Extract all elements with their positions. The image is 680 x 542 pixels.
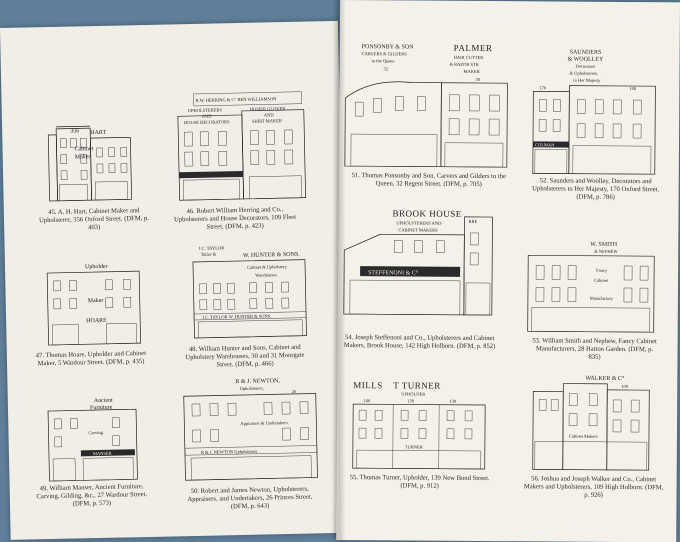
p52-c: Decorators bbox=[576, 64, 596, 69]
caption-49: 49. William Manser, Ancient Furniture, C… bbox=[34, 483, 150, 509]
p51-a: PONSONBY & SON bbox=[362, 44, 414, 50]
p53-d: Cabinet bbox=[594, 278, 609, 283]
p54-d: STEFFENONI & C° bbox=[368, 269, 419, 276]
p46-top: R.W. HERRING & C° BEN WILLIAMSON bbox=[196, 96, 278, 103]
caption-54: 54. Joseph Steffenoni and Co., Upholster… bbox=[342, 334, 498, 351]
p48-c: W. HUNTER & SONS. bbox=[243, 252, 301, 259]
p56-b: Cabinet Makers bbox=[569, 434, 598, 439]
left-page: 356 Cabinet Maker HART 45. A. H. Hart, C… bbox=[0, 21, 349, 540]
p46-l1: UPHOLSTERERS bbox=[188, 107, 223, 113]
plate-54-steffenoni: BROOK HOUSE UPHOLSTERERS AND CABINET MAK… bbox=[340, 206, 497, 317]
p53-b: & NEPHEW bbox=[594, 249, 618, 254]
p54-b: UPHOLSTERERS AND bbox=[396, 220, 442, 225]
p54-c: CABINET MAKERS bbox=[398, 227, 438, 232]
p46-r1: HOSIER GLOVER bbox=[250, 106, 286, 112]
p50-c: Appraisers & Undertakers. bbox=[240, 420, 288, 426]
caption-51: 51. Thomas Ponsonby and Son, Carvers and… bbox=[349, 172, 509, 189]
plate-52-saunders: SAUNDERS & WOOLLEY Decorators & Upholste… bbox=[529, 45, 660, 176]
p46-l3: HOUSE DECORATORS bbox=[184, 119, 230, 125]
caption-52: 52. Saunders and Woolley, Decorators and… bbox=[531, 177, 661, 202]
p51-num: 32 bbox=[384, 66, 389, 71]
p56-a: WALKER & C° bbox=[585, 375, 625, 382]
p49-c: Carving bbox=[88, 430, 103, 435]
right-page: PONSONBY & SON CARVERS & GILDERS to the … bbox=[336, 0, 680, 542]
p45-num: 356 bbox=[70, 128, 79, 134]
caption-47: 47. Thomas Hoare, Upholder and Cabinet M… bbox=[35, 350, 147, 368]
p50-a: R & J. NEWTON, bbox=[235, 378, 280, 385]
p48-a: J.C. TAYLOR bbox=[199, 245, 225, 251]
plate-55-turner: MILLS T TURNER UPHOLDER 140 139 138 TURN… bbox=[349, 378, 490, 471]
p46-l2: AND bbox=[202, 114, 213, 119]
p50-b: Upholsterers, bbox=[240, 386, 264, 393]
plate-51-ponsonby: PONSONBY & SON CARVERS & GILDERS to the … bbox=[341, 38, 512, 169]
caption-48: 48. William Hunter and Sons, Cabinet and… bbox=[183, 344, 307, 371]
p45-trade2: Maker bbox=[75, 154, 91, 160]
p51-e: HAIR CUTTER bbox=[454, 55, 484, 60]
p52-num2: 170 bbox=[539, 85, 547, 90]
plate-45-hart: 356 Cabinet Maker HART bbox=[45, 97, 139, 203]
p47-top: Upholder bbox=[85, 264, 108, 270]
p45-name: HART bbox=[90, 130, 106, 136]
p51-d: PALMER bbox=[454, 43, 493, 53]
p54-a: BROOK HOUSE bbox=[392, 208, 461, 218]
plate-48-hunter: J.C. TAYLOR Tailor & W. HUNTER & SONS. C… bbox=[189, 242, 311, 340]
p53-e: Manufactory bbox=[590, 296, 614, 301]
p47-name: HOARE bbox=[86, 318, 107, 324]
p55-a: MILLS bbox=[353, 380, 383, 390]
p55-d: TURNER bbox=[405, 444, 423, 449]
p49-d: MANSER bbox=[93, 451, 112, 456]
p51-g: MAKER bbox=[463, 69, 479, 74]
p48-b: Tailor & bbox=[201, 252, 217, 257]
p52-d: & Upholsterers, bbox=[569, 71, 598, 77]
p54-e: BRE bbox=[468, 219, 477, 224]
plate-53-smith: W. SMITH & NEPHEW Fancy Cabinet Manufact… bbox=[524, 237, 659, 334]
caption-56: 56. Joshua and Joseph Walker and Co., Ca… bbox=[523, 475, 665, 500]
p56-num: 109 bbox=[621, 384, 629, 389]
caption-53: 53. William Smith and Nephew, Fancy Cabi… bbox=[529, 337, 659, 362]
p51-b: CARVERS & GILDERS bbox=[362, 51, 408, 56]
p46-r3: SHIRT MAKER bbox=[252, 118, 282, 124]
plate-47-hoare: Upholder Maker HOARE bbox=[43, 257, 145, 347]
caption-55: 55. Thomas Turner, Upholder, 139 New Bon… bbox=[345, 474, 495, 491]
book-gutter bbox=[332, 0, 346, 540]
p45-trade1: Cabinet bbox=[74, 146, 93, 152]
p49-a: Ancient bbox=[94, 398, 113, 404]
p52-e: to Her Majesty bbox=[573, 78, 601, 83]
p53-a: W. SMITH bbox=[590, 242, 617, 248]
plate-49-manser: Ancient Furniture Carving MANSER bbox=[42, 395, 144, 483]
caption-50: 50. Robert and James Newton, Upholsterer… bbox=[184, 485, 316, 512]
p48-e: Warehouses bbox=[255, 272, 277, 277]
p52-f: COLMAN bbox=[535, 142, 555, 147]
p48-f: J.C. TAYLOR W. HUNTER & SONS. bbox=[202, 313, 271, 319]
p53-c: Fancy bbox=[596, 268, 608, 273]
p51-c: to the Queen bbox=[372, 58, 396, 63]
p55-n2: 139 bbox=[407, 398, 415, 403]
plate-56-walker: WALKER & C° 109 Cabinet Makers bbox=[529, 371, 654, 472]
p55-c: UPHOLDER bbox=[401, 391, 425, 396]
plate-50-newton: R & J. NEWTON, Upholsterers, 26 Appraise… bbox=[179, 375, 321, 482]
p55-n1: 140 bbox=[363, 398, 371, 403]
p55-b: T TURNER bbox=[393, 380, 441, 390]
p52-b: & WOOLLEY bbox=[568, 57, 604, 63]
p48-d: Cabinet & Upholstery bbox=[247, 264, 288, 270]
caption-45: 45. A. H. Hart, Cabinet Maker and Uphols… bbox=[38, 207, 150, 233]
p51-f: & RAZOR STR bbox=[450, 62, 479, 67]
plate-46-herring: R.W. HERRING & C° BEN WILLIAMSON UPHOLST… bbox=[173, 84, 311, 203]
p51-num2: 30 bbox=[475, 77, 480, 82]
p50-num: 26 bbox=[292, 389, 297, 394]
p52-num: 168 bbox=[629, 86, 637, 91]
p47-mid: Maker bbox=[88, 298, 104, 304]
p52-a: SAUNDERS bbox=[570, 50, 602, 56]
p55-n3: 138 bbox=[449, 399, 457, 404]
p46-r2: AND bbox=[264, 112, 275, 117]
caption-46: 46. Robert William Herring and Co., Upho… bbox=[170, 206, 300, 233]
